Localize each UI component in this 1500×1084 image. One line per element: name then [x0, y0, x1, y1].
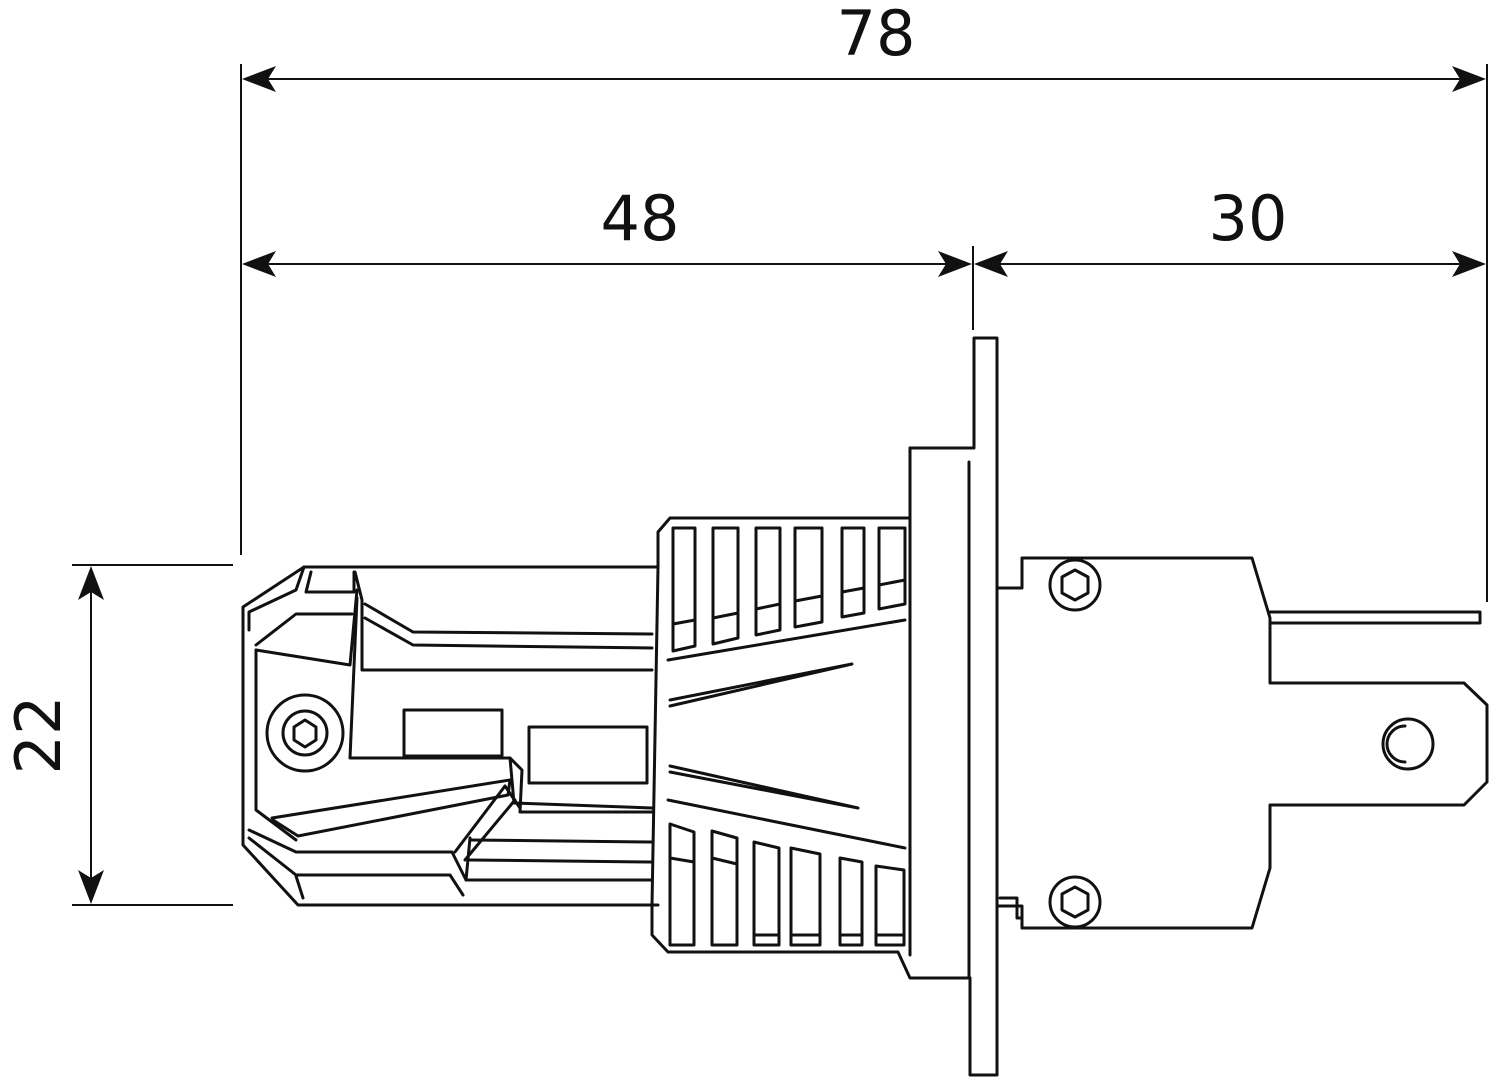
terminal-hole — [1381, 717, 1435, 771]
plug-length-dimension: 30 — [974, 182, 1486, 277]
heatsink-body — [650, 516, 972, 980]
arrowhead-right — [1452, 66, 1486, 92]
body-length-label: 48 — [601, 182, 680, 255]
front-hex-screw — [265, 693, 345, 773]
overall-length-label: 78 — [837, 0, 916, 70]
arrowhead-plug-left — [974, 251, 1008, 277]
arrowhead-bottom — [78, 870, 104, 904]
rear-plug — [995, 556, 1489, 930]
plug-length-label: 30 — [1209, 182, 1288, 255]
lower-fins — [668, 822, 906, 947]
diameter-dimension: 22 — [2, 564, 233, 906]
mounting-flange — [908, 336, 999, 1077]
bulb-outline — [241, 336, 1489, 1077]
diameter-label: 22 — [2, 696, 75, 775]
upper-fins — [671, 526, 907, 653]
arrowhead-plug-right — [1452, 251, 1486, 277]
body-length-dimension: 48 — [242, 182, 974, 330]
rear-screw-top — [1048, 558, 1102, 612]
front-cap — [241, 565, 660, 907]
arrowhead-top — [78, 566, 104, 600]
rear-screw-bottom — [1048, 875, 1102, 929]
arrowhead-body-right — [938, 251, 972, 277]
overall-length-dimension: 78 — [240, 0, 1488, 602]
arrowhead-left — [242, 66, 276, 92]
arrowhead-body-left — [242, 251, 276, 277]
